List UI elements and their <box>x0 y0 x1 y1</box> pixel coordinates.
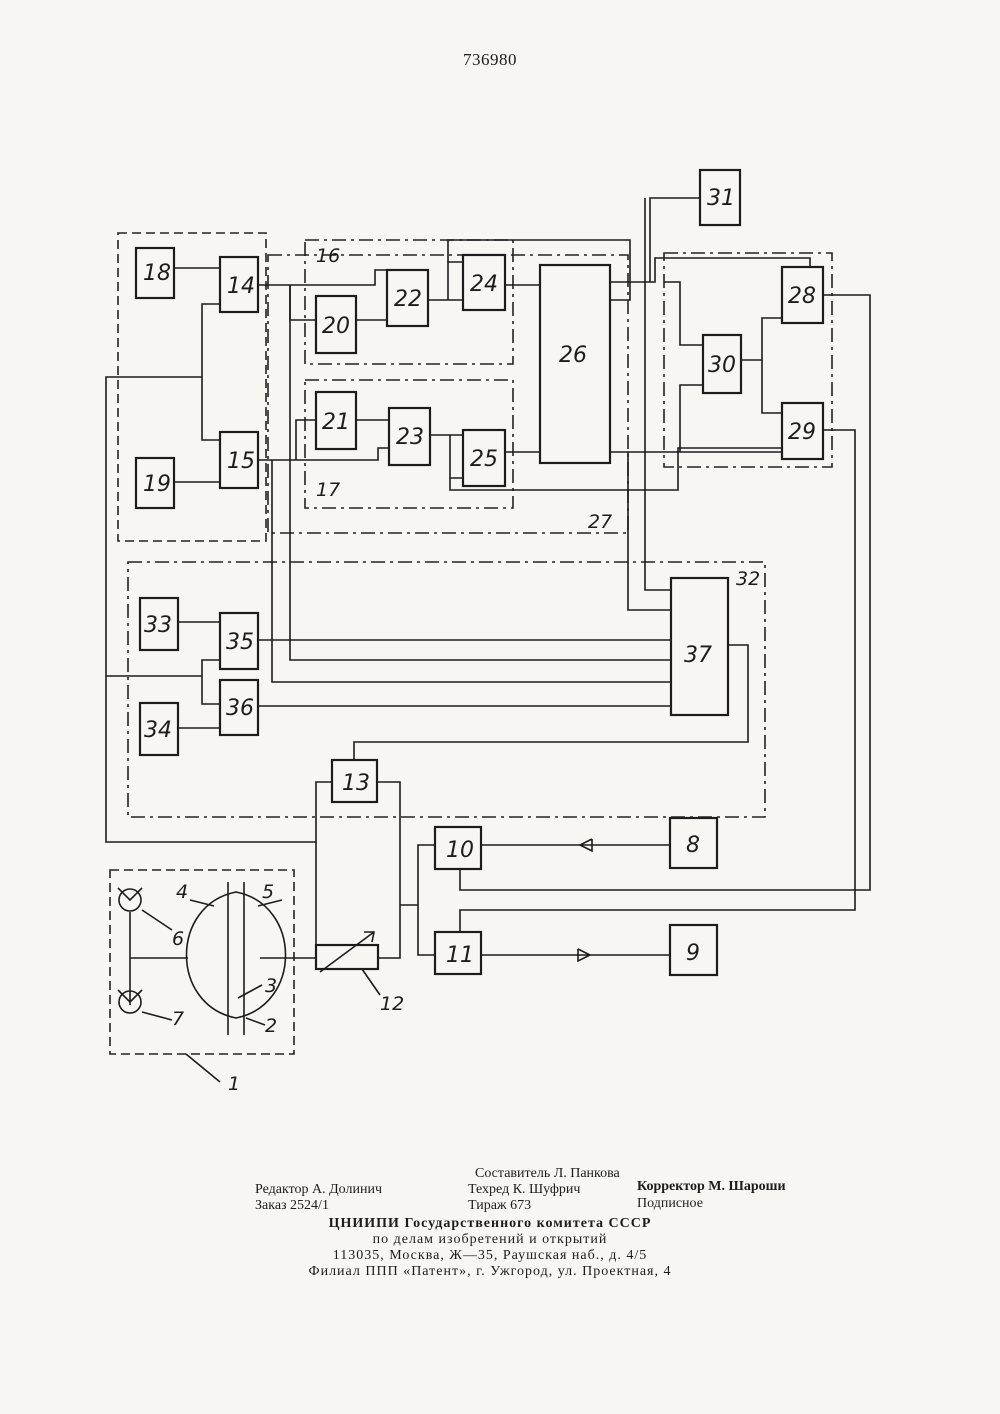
leader-7 <box>142 1012 172 1020</box>
label-ref-7: 7 <box>172 1008 184 1030</box>
label-block-19: 19 <box>143 472 171 497</box>
wire-26-30 <box>664 282 703 345</box>
label-ref-4: 4 <box>176 881 188 903</box>
label-block-11: 11 <box>446 943 474 968</box>
wire-26-31 <box>650 198 700 282</box>
label-block-36: 36 <box>226 696 254 721</box>
wire-bus-main <box>106 377 316 842</box>
label-block-10: 10 <box>446 838 474 863</box>
label-ref-6: 6 <box>172 928 184 950</box>
label-ref-5: 5 <box>262 881 274 903</box>
wire-28-10 <box>460 295 870 890</box>
label-block-23: 23 <box>396 425 424 450</box>
leader-2 <box>246 1018 265 1025</box>
wire-31-37 <box>645 198 671 590</box>
wire-26-37 <box>628 452 671 610</box>
block-12 <box>316 945 378 969</box>
leader-12 <box>362 969 380 995</box>
imprint-compiler: Составитель Л. Панкова <box>475 1165 620 1182</box>
label-block-29: 29 <box>788 420 816 445</box>
label-ref-3: 3 <box>265 975 277 997</box>
label-ref-12: 12 <box>380 993 404 1015</box>
imprint-techeditor: Техред К. Шуфрич <box>468 1181 580 1198</box>
wire-bus-35-36 <box>202 660 220 704</box>
leader-3 <box>238 985 262 998</box>
label-block-31: 31 <box>707 186 735 211</box>
wire-29-30 <box>680 385 703 452</box>
imprint-order: Заказ 2524/1 <box>255 1197 329 1214</box>
label-ref-27: 27 <box>588 511 612 533</box>
wire-26-top-out <box>610 258 810 282</box>
label-block-14: 14 <box>227 274 255 299</box>
imprint-branch: Филиал ППП «Патент», г. Ужгород, ул. Про… <box>230 1263 750 1280</box>
leader-6 <box>142 910 172 930</box>
wire-15-21 <box>296 420 316 460</box>
label-ref-2: 2 <box>265 1015 277 1037</box>
wire-bus-14 <box>202 304 220 440</box>
label-block-35: 35 <box>226 630 254 655</box>
wire-22-24-top <box>448 262 463 300</box>
imprint-circulation: Тираж 673 <box>468 1197 531 1214</box>
label-ref-1: 1 <box>228 1073 240 1095</box>
label-block-18: 18 <box>143 261 171 286</box>
wire-23-25-bottom <box>450 435 463 478</box>
wire-30-out <box>741 318 782 360</box>
wire-14-out <box>258 270 387 285</box>
imprint-org-line2: по делам изобретений и открытий <box>230 1231 750 1248</box>
group-frame-32 <box>128 562 765 817</box>
imprint-editor: Редактор А. Долинич <box>255 1181 382 1198</box>
label-block-20: 20 <box>322 314 350 339</box>
label-ref-17: 17 <box>316 479 340 501</box>
label-block-24: 24 <box>470 272 498 297</box>
label-block-15: 15 <box>227 449 255 474</box>
wire-14-down <box>290 285 671 660</box>
label-ref-16: 16 <box>316 245 340 267</box>
wire-17-bottom <box>450 448 782 490</box>
label-block-22: 22 <box>394 287 422 312</box>
imprint-subscription: Подписное <box>637 1195 703 1212</box>
wire-29-11 <box>460 430 855 932</box>
label-block-8: 8 <box>686 833 700 858</box>
label-block-30: 30 <box>708 353 736 378</box>
label-block-26: 26 <box>559 343 587 368</box>
label-block-13: 13 <box>342 771 370 796</box>
imprint-org-line3: 113035, Москва, Ж—35, Раушская наб., д. … <box>230 1247 750 1264</box>
label-block-34: 34 <box>144 718 172 743</box>
label-block-25: 25 <box>470 447 498 472</box>
device-ellipse <box>187 892 286 1018</box>
label-ref-32: 32 <box>736 568 760 590</box>
label-block-21: 21 <box>322 410 350 435</box>
leader-1 <box>186 1054 220 1082</box>
label-block-33: 33 <box>144 613 172 638</box>
wire-30-29 <box>762 360 782 413</box>
wire-14-20 <box>290 285 316 320</box>
wire-13-right <box>377 782 400 958</box>
label-block-37: 37 <box>684 643 712 668</box>
label-block-9: 9 <box>686 941 700 966</box>
imprint-corrector: Корректор М. Шароши <box>637 1178 786 1195</box>
imprint-org-line1: ЦНИИПИ Государственного комитета СССР <box>230 1215 750 1232</box>
wire-12-10-11 <box>400 845 435 955</box>
block-12-variable-arrow <box>320 932 374 972</box>
wire-13-bus <box>316 782 332 958</box>
label-block-28: 28 <box>788 284 816 309</box>
